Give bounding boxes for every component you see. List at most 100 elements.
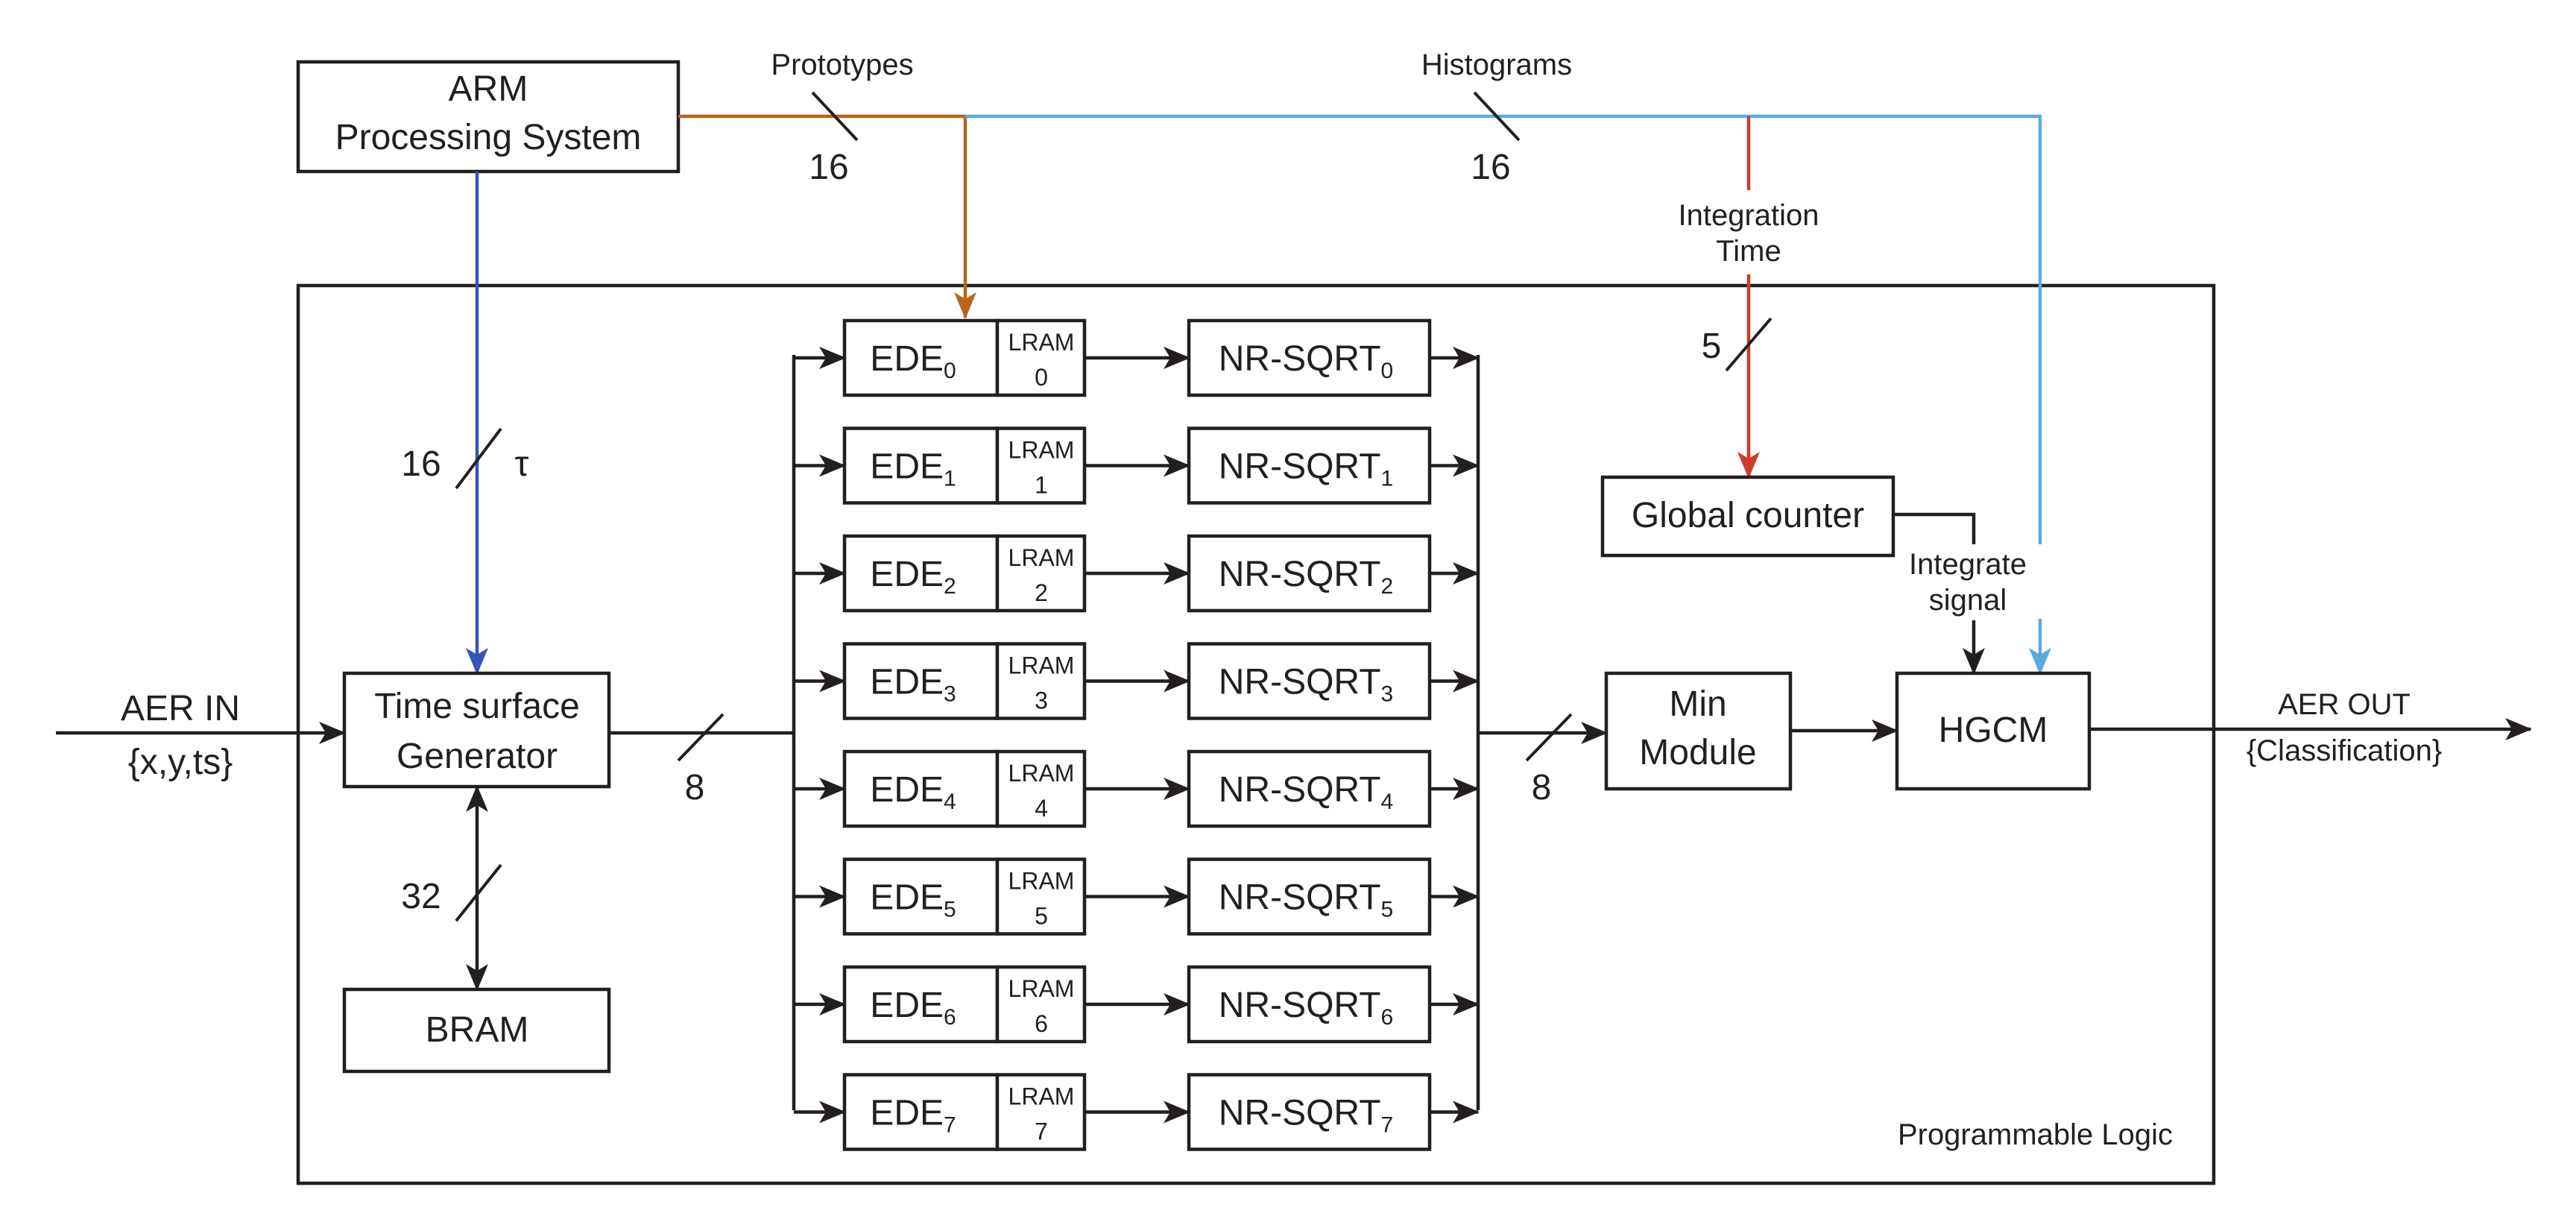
prototypes-width: 16 [809,148,848,187]
ede-label: EDE6 [870,986,956,1030]
integration-width: 5 [1702,327,1722,366]
ede-label: EDE7 [870,1094,956,1138]
lram-index: 6 [1035,1010,1048,1037]
bram-label: BRAM [426,1010,529,1050]
ede-label: EDE2 [870,555,956,599]
ede-subscript: 3 [944,682,956,707]
ede-subscript: 2 [944,574,956,599]
min-input-width: 8 [1532,768,1552,807]
aer-out-sub: {Classification} [2247,734,2442,767]
nr-sqrt-subscript: 3 [1381,682,1394,707]
lram-block [995,642,1087,720]
nr-sqrt-label: NR-SQRT7 [1219,1094,1393,1138]
global-counter-label: Global counter [1632,496,1864,535]
integrate-label-bg [1905,544,2042,619]
arm-label-line1: ARM [449,69,528,109]
bram-width-tick [455,863,502,922]
nr-sqrt-block [1187,857,1432,936]
ede-subscript: 7 [944,1113,956,1138]
prototypes-width-tick [811,91,859,142]
nr-sqrt-subscript: 6 [1381,1005,1394,1030]
aer-in-label: AER IN [121,689,240,728]
nr-sqrt-name: NR-SQRT [1219,770,1381,810]
ede-block [842,857,1000,936]
ede-label: EDE3 [870,663,956,707]
ede-block [842,749,1000,828]
ede-label: EDE0 [870,339,956,383]
lram-label: LRAM [1008,329,1075,356]
lram-index: 2 [1035,579,1048,606]
lram-label: LRAM [1008,544,1075,571]
ede-name: EDE [870,770,944,810]
lram-label: LRAM [1008,975,1075,1002]
ede-block [842,534,1000,613]
ede-subscript: 6 [944,1005,956,1030]
nr-sqrt-name: NR-SQRT [1219,663,1381,702]
nr-sqrt-block [1187,318,1432,397]
lram-index: 3 [1035,687,1048,714]
ede-name: EDE [870,1094,944,1133]
arm-processing-system [296,60,681,174]
integrate-label-line2: signal [1929,584,2007,617]
time-surface-label-line1: Time surface [374,687,580,726]
ede-block [842,642,1000,720]
ede-name: EDE [870,339,944,379]
lram-block [995,318,1087,397]
nr-sqrt-name: NR-SQRT [1219,986,1381,1025]
min-module-label-line1: Min [1669,684,1726,724]
nr-sqrt-block [1187,642,1432,720]
integration-label-line2: Time [1716,235,1781,268]
nr-sqrt-subscript: 1 [1381,467,1394,491]
nr-sqrt-name: NR-SQRT [1219,878,1381,918]
nr-sqrt-label: NR-SQRT3 [1219,663,1393,707]
ede-label: EDE4 [870,770,956,814]
aer-in-sub: {x,y,ts} [128,743,233,782]
prototypes-label: Prototypes [771,48,913,81]
tau-symbol: τ [515,444,529,484]
min-module [1604,671,1793,791]
lram-index: 0 [1035,364,1048,391]
nr-sqrt-subscript: 5 [1381,898,1394,922]
histograms-width: 16 [1471,148,1510,187]
lram-block [995,965,1087,1044]
arm-label-line2: Processing System [335,118,642,157]
min-input-width-tick [1525,713,1573,762]
nr-sqrt-label: NR-SQRT0 [1219,339,1393,383]
nr-sqrt-label: NR-SQRT4 [1219,770,1393,814]
nr-sqrt-subscript: 2 [1381,574,1394,599]
ts-output-width-tick [677,713,724,762]
hgcm-label: HGCM [1939,711,2048,750]
tau-width: 16 [401,444,441,484]
time-surface-generator [342,671,611,789]
lram-label: LRAM [1008,760,1075,787]
ede-label: EDE5 [870,878,956,922]
lram-index: 1 [1035,472,1048,499]
nr-sqrt-label: NR-SQRT6 [1219,986,1393,1030]
integrate-signal-wire-upper [1893,512,1976,544]
integrate-label-line1: Integrate [1909,548,2027,581]
integration-width-tick [1725,317,1772,372]
integration-label-bg [1662,192,1835,274]
aer-out-label: AER OUT [2278,688,2411,721]
nr-sqrt-name: NR-SQRT [1219,447,1381,487]
nr-sqrt-name: NR-SQRT [1219,1094,1381,1133]
lram-index: 7 [1035,1118,1048,1145]
ede-name: EDE [870,447,944,487]
nr-sqrt-label: NR-SQRT5 [1219,878,1393,922]
ede-subscript: 5 [944,898,956,922]
ede-lane: EDE0 LRAM 0 NR-SQRT0 [794,318,1480,397]
lram-index: 4 [1035,795,1048,822]
ede-name: EDE [870,878,944,918]
nr-sqrt-name: NR-SQRT [1219,555,1381,594]
histograms-width-tick [1473,91,1521,142]
global-counter [1600,475,1895,558]
nr-sqrt-subscript: 4 [1381,790,1394,814]
programmable-logic-label: Programmable Logic [1898,1118,2173,1151]
ede-name: EDE [870,986,944,1025]
